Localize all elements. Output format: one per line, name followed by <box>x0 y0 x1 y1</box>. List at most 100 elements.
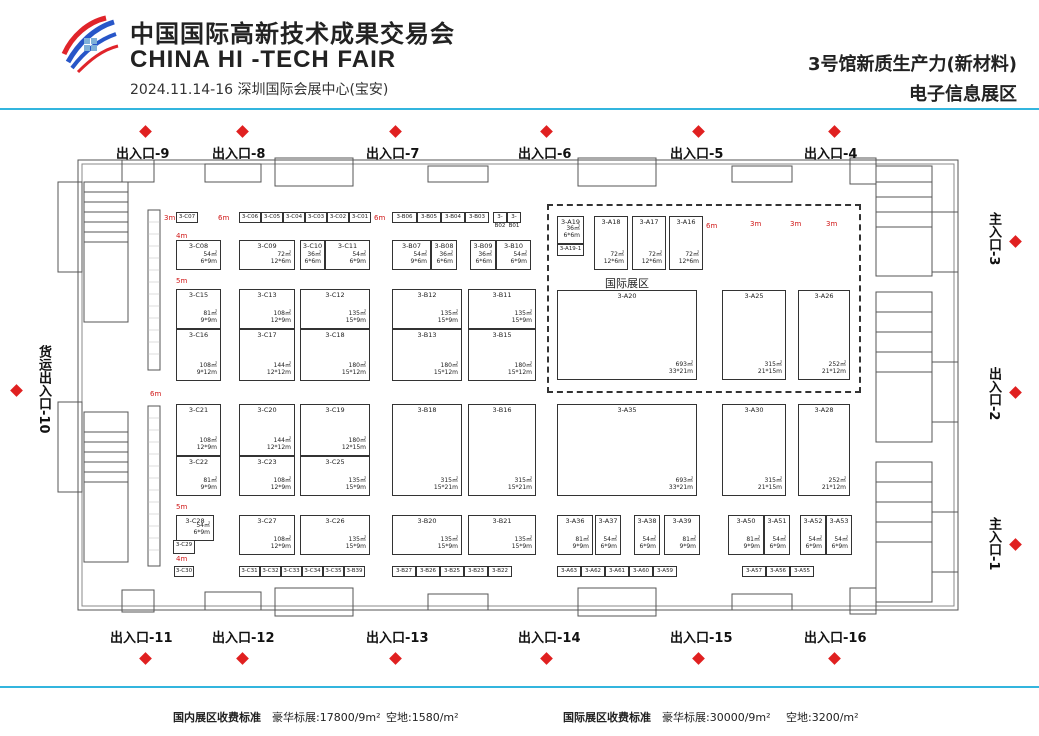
booth-3-A63[interactable]: 3-A63 <box>557 566 581 577</box>
booth-size: 72㎡ 12*6m <box>270 251 291 266</box>
booth-3-C29[interactable]: 3-C29 <box>173 540 195 554</box>
footer-rule <box>0 686 1039 688</box>
booth-3-C34[interactable]: 3-C34 <box>302 566 323 577</box>
booth-3-B02[interactable]: 3-B02 <box>493 212 507 229</box>
booth-3-B23[interactable]: 3-B23 <box>464 566 488 577</box>
booth-3-A57[interactable]: 3-A57 <box>742 566 766 577</box>
booth-3-B26[interactable]: 3-B26 <box>416 566 440 577</box>
booth-3-A59[interactable]: 3-A59 <box>653 566 677 577</box>
intl-raw-price: 空地:3200/m² <box>786 711 859 724</box>
booth-3-A61[interactable]: 3-A61 <box>605 566 629 577</box>
booth-3-B05[interactable]: 3-B05 <box>417 212 441 223</box>
booth-3-A62[interactable]: 3-A62 <box>581 566 605 577</box>
booth-id: 3-A18 <box>601 218 621 226</box>
booth-id: 3-A20 <box>617 292 637 300</box>
booth-3-C03[interactable]: 3-C03 <box>305 212 327 223</box>
booth-3-C30[interactable]: 3-C30 <box>174 566 194 577</box>
booth-size: 54㎡ 9*6m <box>410 251 427 266</box>
booth-3-B22[interactable]: 3-B22 <box>488 566 512 577</box>
booth-3-B01[interactable]: 3-B01 <box>507 212 521 229</box>
booth-id: 3-A35 <box>617 406 637 414</box>
booth-3-C33[interactable]: 3-C33 <box>281 566 302 577</box>
dim-label: 6m <box>706 222 718 230</box>
booth-3-A60[interactable]: 3-A60 <box>629 566 653 577</box>
booth-3-B39[interactable]: 3-B39 <box>344 566 365 577</box>
booth-3-C32[interactable]: 3-C32 <box>260 566 281 577</box>
booth-3-A56[interactable]: 3-A56 <box>766 566 790 577</box>
booth-3-B27[interactable]: 3-B27 <box>392 566 416 577</box>
booth-3-C31[interactable]: 3-C31 <box>239 566 260 577</box>
booth-3-A55[interactable]: 3-A55 <box>790 566 814 577</box>
booth-3-A19-1[interactable]: 3-A19-1 <box>557 244 584 256</box>
booth-3-B25[interactable]: 3-B25 <box>440 566 464 577</box>
booth-id: 3-A50 <box>736 517 756 525</box>
booth-3-C01[interactable]: 3-C01 <box>349 212 371 223</box>
booth-size: 135㎡ 15*9m <box>437 310 458 325</box>
booth-3-C35[interactable]: 3-C35 <box>323 566 344 577</box>
dim-label: 3m <box>790 220 802 228</box>
booth-id: 3-A26 <box>814 292 834 300</box>
booth-3-A20[interactable]: 3-A20 693㎡ 33*21m <box>557 290 697 380</box>
booth-3-C05[interactable]: 3-C05 <box>261 212 283 223</box>
booth-size: 72㎡ 12*6m <box>678 251 699 266</box>
booth-3-C02[interactable]: 3-C02 <box>327 212 349 223</box>
booth-3-B04[interactable]: 3-B04 <box>441 212 465 223</box>
booth-size: 693㎡ 33*21m <box>668 361 693 376</box>
booth-size: 54㎡ 6*9m <box>200 251 217 266</box>
booth-3-C07[interactable]: 3-C07 <box>176 212 198 223</box>
booth-3-C06[interactable]: 3-C06 <box>239 212 261 223</box>
booth-3-B06[interactable]: 3-B06 <box>392 212 417 223</box>
booth-3-C04[interactable]: 3-C04 <box>283 212 305 223</box>
booth-size: 135㎡ 15*9m <box>345 310 366 325</box>
booth-3-B03[interactable]: 3-B03 <box>465 212 489 223</box>
